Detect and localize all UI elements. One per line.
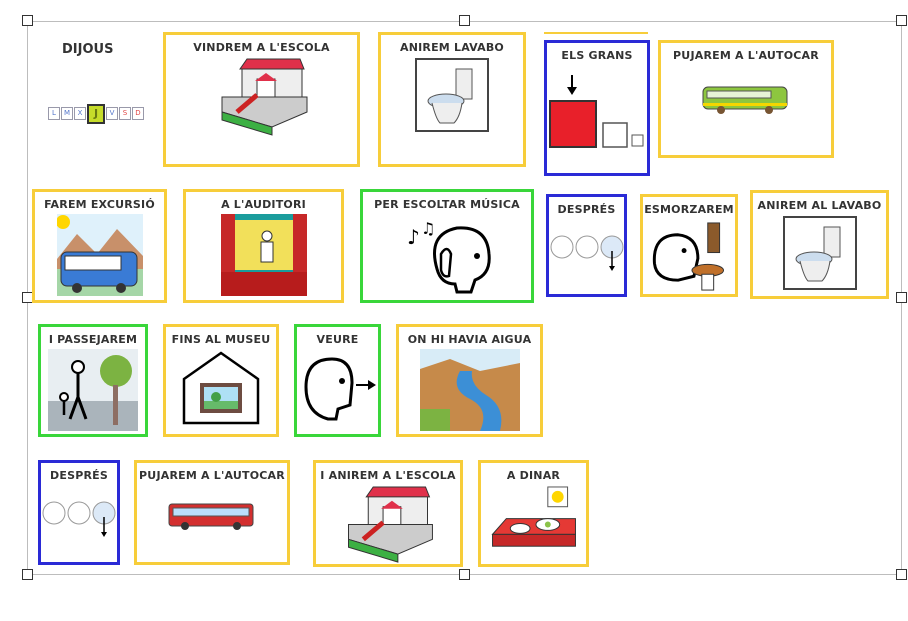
pictogram-card: PUJAREM A L'AUTOCAR xyxy=(658,40,834,158)
resize-handle-bottom-middle[interactable] xyxy=(459,569,470,580)
pictogram-card: DESPRÉS xyxy=(546,194,627,297)
pictogram-card: A DINAR xyxy=(478,460,589,567)
pictogram-label: DESPRÉS xyxy=(557,203,616,216)
pictogram-card: A L'AUDITORI xyxy=(183,189,344,303)
svg-text:♪: ♪ xyxy=(407,225,420,249)
pictogram-label: ON HI HAVIA AIGUA xyxy=(407,333,532,346)
pictogram-card: PER ESCOLTAR MÚSICA ♪♫ xyxy=(360,189,534,303)
weekday-d: D xyxy=(132,107,144,120)
pictogram-label: ELS GRANS xyxy=(561,49,633,62)
weekday-v: V xyxy=(106,107,118,120)
pictogram-card: ELS GRANS xyxy=(544,40,650,176)
resize-handle-top-left[interactable] xyxy=(22,15,33,26)
pictogram-card: FINS AL MUSEU xyxy=(163,324,279,437)
weekday-m: M xyxy=(61,107,73,120)
pictogram-label: A L'AUDITORI xyxy=(221,198,306,211)
pictogram-label: FAREM EXCURSIÓ xyxy=(44,198,155,211)
weekday-x: X xyxy=(74,107,86,120)
resize-handle-bottom-right[interactable] xyxy=(896,569,907,580)
resize-handle-top-right[interactable] xyxy=(896,15,907,26)
pictogram-card: DESPRÉS xyxy=(38,460,120,565)
pictogram-label: VINDREM A L'ESCOLA xyxy=(193,41,330,54)
svg-text:♫: ♫ xyxy=(421,219,435,238)
pictogram-label: PUJAREM A L'AUTOCAR xyxy=(139,469,285,482)
divider xyxy=(544,32,648,34)
pictogram-label: ESMORZAREM xyxy=(644,203,734,216)
pictogram-label: PER ESCOLTAR MÚSICA xyxy=(374,198,520,211)
weekday-j: J xyxy=(87,104,105,124)
pictogram-label: FINS AL MUSEU xyxy=(171,333,271,346)
pictogram-card: VEURE xyxy=(294,324,381,437)
pictogram-card: ANIREM LAVABO xyxy=(378,32,526,167)
pictogram-label: ANIREM LAVABO xyxy=(400,41,504,54)
pictogram-card: PUJAREM A L'AUTOCAR xyxy=(134,460,290,565)
pictogram-card: I ANIREM A L'ESCOLA xyxy=(313,460,463,567)
pictogram-label: VEURE xyxy=(316,333,359,346)
pictogram-card: ESMORZAREM xyxy=(640,194,738,297)
day-title: DIJOUS xyxy=(62,42,114,57)
pictogram-label: PUJAREM A L'AUTOCAR xyxy=(673,49,819,62)
pictogram-label: I ANIREM A L'ESCOLA xyxy=(320,469,456,482)
pictogram-card: ON HI HAVIA AIGUA xyxy=(396,324,543,437)
pictogram-card: VINDREM A L'ESCOLA xyxy=(163,32,360,167)
weekday-s: S xyxy=(119,107,131,120)
pictogram-card: FAREM EXCURSIÓ xyxy=(32,189,167,303)
resize-handle-middle-right[interactable] xyxy=(896,292,907,303)
pictogram-card: ANIREM AL LAVABO xyxy=(750,190,889,299)
pictogram-label: ANIREM AL LAVABO xyxy=(757,199,882,212)
resize-handle-bottom-left[interactable] xyxy=(22,569,33,580)
resize-handle-top-middle[interactable] xyxy=(459,15,470,26)
pictogram-card: I PASSEJAREM xyxy=(38,324,148,437)
pictogram-label: I PASSEJAREM xyxy=(48,333,138,346)
weekday-l: L xyxy=(48,107,60,120)
pictogram-label: DESPRÉS xyxy=(50,469,108,482)
pictogram-label: A DINAR xyxy=(506,469,561,482)
